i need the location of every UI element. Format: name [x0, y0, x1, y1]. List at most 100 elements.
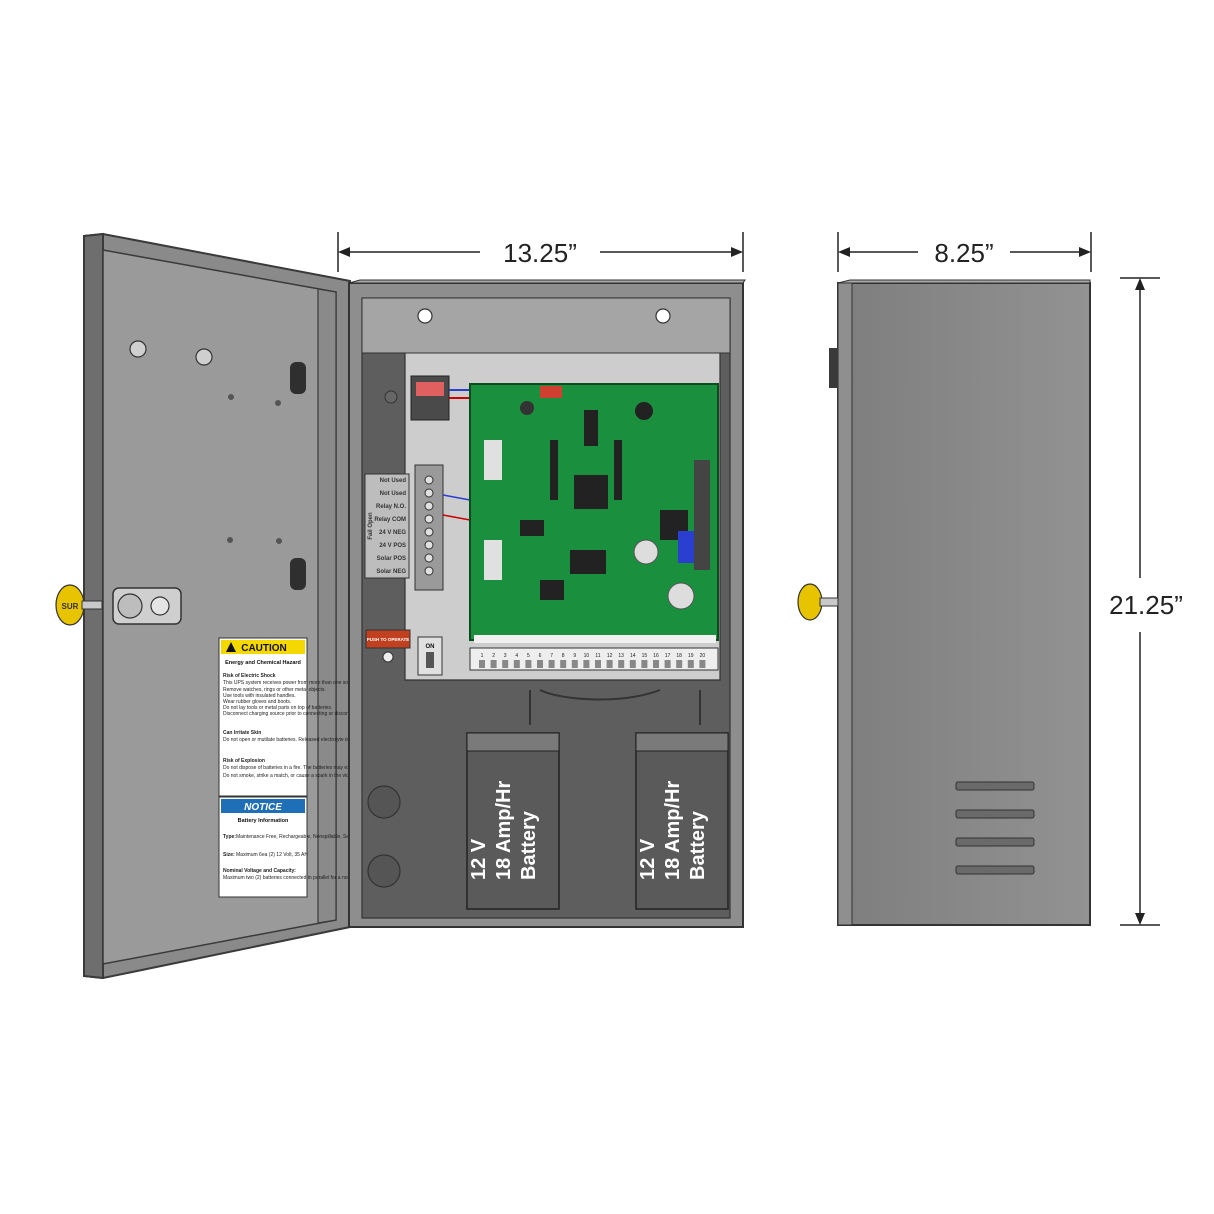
svg-text:Energy and Chemical Hazard: Energy and Chemical Hazard [225, 660, 301, 666]
svg-text:Battery: Battery [518, 810, 540, 880]
svg-text:Do not dispose of batteries in: Do not dispose of batteries in a fire. T… [223, 765, 363, 771]
stud-icon [227, 537, 233, 543]
svg-text:12 V: 12 V [637, 838, 659, 880]
terminal-number: 13 [618, 653, 624, 659]
svg-text:12 V: 12 V [468, 838, 490, 880]
depth-label: 8.25” [934, 238, 993, 268]
terminal-number: 18 [676, 653, 682, 659]
screw-icon [129, 340, 147, 358]
terminal-screw-icon [676, 660, 683, 668]
terminal-label: Not Used [380, 491, 407, 497]
terminal-number: 6 [539, 653, 542, 659]
terminal-number: 19 [688, 653, 694, 659]
terminal-screw-icon [618, 660, 625, 668]
height-label: 21.25” [1109, 590, 1183, 620]
door-clip-top [290, 362, 306, 394]
terminal-screw-icon [424, 527, 434, 537]
svg-text:Maximum 6ea (2) 12 Volt, 35 AH: Maximum 6ea (2) 12 Volt, 35 AH [236, 852, 308, 858]
svg-text:PUSH TO OPERATE: PUSH TO OPERATE [367, 637, 410, 642]
terminal-screw-icon [424, 514, 434, 524]
terminal-screw-icon [424, 540, 434, 550]
terminal-screw-icon [424, 475, 434, 485]
cabinet-door: SUR CAUTION Energy and Chemical Hazard R… [55, 232, 475, 980]
terminal-number: 14 [630, 653, 636, 659]
stud-icon [228, 394, 234, 400]
svg-text:18 Amp/Hr: 18 Amp/Hr [493, 780, 515, 880]
terminal-label: Relay COM [374, 517, 406, 523]
terminal-number: 4 [515, 653, 518, 659]
terminal-label: Relay N.O. [376, 504, 406, 510]
key-icon[interactable]: SUR [55, 584, 103, 626]
svg-text:Maintenance Free, Rechargeable: Maintenance Free, Rechargeable, Nonspill… [236, 834, 396, 840]
svg-text:Fail Open: Fail Open [368, 512, 374, 540]
side-vents [955, 781, 1035, 875]
terminal-label: Not Used [380, 478, 407, 484]
terminal-screw-icon [641, 660, 648, 668]
terminal-screw-icon [653, 660, 659, 668]
terminal-label: 24 V NEG [379, 530, 406, 536]
screw-icon [195, 348, 213, 366]
key-icon[interactable] [797, 583, 839, 621]
svg-text:Remove watches, rings or other: Remove watches, rings or other metal obj… [223, 687, 326, 693]
svg-text:Use tools with insulated handl: Use tools with insulated handles. [223, 693, 296, 699]
caution-label: CAUTION Energy and Chemical Hazard Risk … [218, 637, 475, 797]
terminal-screw-icon [424, 566, 434, 576]
terminal-number: 12 [607, 653, 613, 659]
svg-text:Do not smoke, strike a match,: Do not smoke, strike a match, or cause a… [223, 773, 393, 779]
stud-icon [275, 400, 281, 406]
terminal-screw-icon [424, 488, 434, 498]
circuit-board [469, 383, 719, 643]
terminal-screw-icon [571, 660, 578, 668]
svg-text:Nominal Voltage and Capacity:: Nominal Voltage and Capacity: [223, 868, 296, 874]
push-to-operate-button[interactable]: PUSH TO OPERATE [365, 629, 411, 663]
dimension-side-depth: 8.25” [837, 232, 1092, 272]
terminal-number: 9 [573, 653, 576, 659]
terminal-screw-icon [525, 660, 532, 668]
dimension-height: 21.25” [1109, 277, 1183, 926]
width-label: 13.25” [503, 238, 577, 268]
terminal-number: 10 [584, 653, 590, 659]
terminal-screw-icon [699, 660, 706, 668]
terminal-screw-icon [513, 660, 520, 668]
terminal-number: 17 [665, 653, 671, 659]
terminal-screw-icon [502, 660, 509, 668]
terminal-number: 8 [562, 653, 565, 659]
terminal-number: 5 [527, 653, 530, 659]
terminal-screw-icon [424, 553, 434, 563]
svg-text:18 Amp/Hr: 18 Amp/Hr [662, 780, 684, 880]
door-lock[interactable] [112, 587, 182, 625]
terminal-screw-icon [629, 660, 636, 668]
terminal-screw-icon [687, 660, 694, 668]
terminal-screw-icon [548, 660, 555, 668]
terminal-screw-icon [606, 660, 613, 668]
battery-2: 12 V 18 Amp/Hr Battery [635, 732, 729, 910]
terminal-screw-icon [583, 660, 590, 668]
notice-label: NOTICE Battery Information Type: Mainten… [218, 796, 440, 898]
terminal-screw-icon [424, 501, 434, 511]
svg-text:Can Irritate Skin: Can Irritate Skin [223, 730, 261, 736]
svg-text:Battery: Battery [687, 810, 709, 880]
terminal-screw-icon [595, 660, 601, 668]
svg-text:Disconnect charging source pri: Disconnect charging source prior to conn… [223, 711, 405, 717]
terminal-label: Solar POS [377, 556, 406, 562]
microcontroller-chip [574, 475, 608, 509]
svg-text:Size:: Size: [223, 852, 235, 858]
svg-text:Do not lay tools or metal part: Do not lay tools or metal parts on top o… [223, 705, 332, 711]
svg-text:Risk of Electric Shock: Risk of Electric Shock [223, 673, 276, 679]
power-switch[interactable]: ON [417, 636, 443, 676]
battery-1: 12 V 18 Amp/Hr Battery [466, 732, 560, 910]
door-clip-bottom [290, 558, 306, 590]
svg-text:Maximum two (2) batteries conn: Maximum two (2) batteries connected in p… [223, 875, 440, 881]
svg-text:ON: ON [426, 644, 435, 650]
terminal-screw-icon [490, 660, 497, 668]
svg-text:SUR: SUR [62, 602, 79, 611]
dimension-front-width: 13.25” [337, 232, 744, 272]
svg-text:NOTICE: NOTICE [244, 802, 282, 813]
terminal-screw-icon [664, 660, 671, 668]
svg-text:Battery Information: Battery Information [238, 818, 289, 824]
terminal-number: 2 [492, 653, 495, 659]
terminal-number: 15 [642, 653, 648, 659]
